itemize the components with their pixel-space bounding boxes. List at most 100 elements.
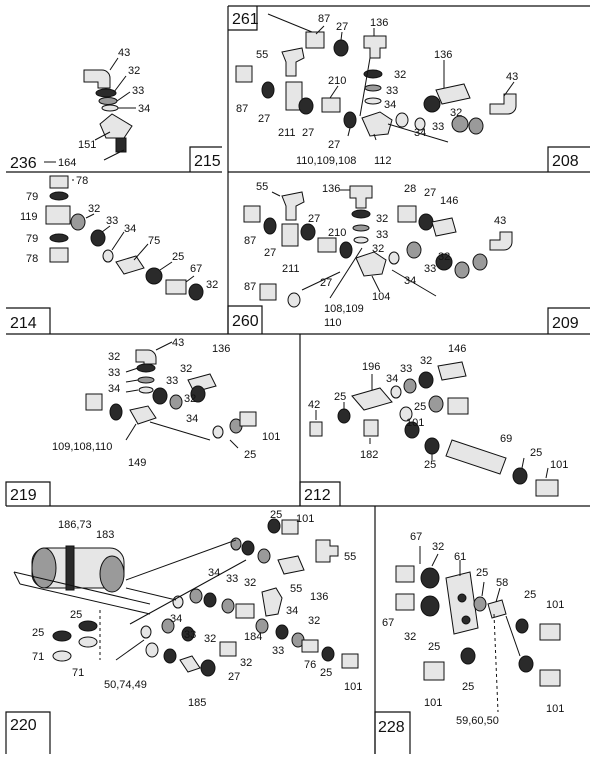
- panel-228: 67 32 61 25 58 25 101 67 32 25 101 25 10…: [378, 531, 564, 736]
- panel-214-parts: [45, 175, 204, 301]
- part-label: 25: [414, 401, 426, 413]
- part-label: 27: [264, 247, 276, 259]
- panel-219-parts: [85, 341, 257, 449]
- part-label: 27: [228, 671, 240, 683]
- part-label: 67: [190, 263, 202, 275]
- part-label: 101: [406, 417, 424, 429]
- part-label: 67: [410, 531, 422, 543]
- part-label: 67: [382, 617, 394, 629]
- part-label: 186,73: [58, 519, 92, 531]
- part-label: 28: [404, 183, 416, 195]
- part-label: 34: [414, 127, 426, 139]
- part-label: 87: [318, 13, 330, 25]
- part-label: 211: [278, 127, 296, 139]
- panel-214-labels: 78 79 119 79 78 32 33 34 75 25 67 32 214: [10, 175, 218, 332]
- part-label: 101: [550, 459, 568, 471]
- part-label: 32: [450, 107, 462, 119]
- panel-208-parts: [235, 13, 517, 143]
- part-label: 87: [236, 103, 248, 115]
- part-label: 33: [226, 573, 238, 585]
- part-label: 32: [404, 631, 416, 643]
- part-label: 196: [362, 361, 380, 373]
- part-label: 32: [308, 615, 320, 627]
- panel-212: 196 34 33 32 146 25 42 25 101 182 25 69 …: [304, 343, 568, 504]
- part-label: 101: [344, 681, 362, 693]
- part-label: 32: [244, 577, 256, 589]
- part-label: 25: [524, 589, 536, 601]
- panel-219: 43 32 33 34 32 136 33 32 34 101 109,108,…: [10, 337, 280, 504]
- part-label: 61: [454, 551, 466, 563]
- part-label: 78: [26, 253, 38, 265]
- part-label: 110,109,108: [296, 155, 356, 167]
- part-label: 25: [32, 627, 44, 639]
- panel-220: 186,73 183 25 101 55 34 33 32 136 55 34 …: [10, 509, 362, 734]
- panel-209-parts: [243, 185, 513, 308]
- part-label: 34: [384, 99, 396, 111]
- part-label: 33: [376, 229, 388, 241]
- panel-number: 220: [10, 717, 37, 734]
- panel-number: 219: [10, 487, 37, 504]
- part-label: 27: [302, 127, 314, 139]
- part-label: 101: [546, 703, 564, 715]
- part-label: 182: [360, 449, 378, 461]
- part-label: 136: [310, 591, 328, 603]
- part-label: 34: [138, 103, 150, 115]
- panel-228-parts: [395, 546, 561, 713]
- panel-number: 236: [10, 155, 37, 172]
- part-label: 58: [496, 577, 508, 589]
- panel-number: 212: [304, 487, 331, 504]
- part-label: 32: [204, 633, 216, 645]
- panel-208-labels: 261 87 27 136 55 32 136 43 210 33 34 87 …: [232, 11, 579, 170]
- part-label: 25: [70, 609, 82, 621]
- part-label: 136: [322, 183, 340, 195]
- part-label: 25: [270, 509, 282, 521]
- part-label: 33: [432, 121, 444, 133]
- panel-209: 55 136 28 27 146 32 33 43 87 27 210 27 2…: [232, 181, 579, 332]
- part-label: 149: [128, 457, 146, 469]
- part-label: 27: [308, 213, 320, 225]
- panel-214: 78 79 119 79 78 32 33 34 75 25 67 32 214: [10, 175, 218, 332]
- part-label: 25: [334, 391, 346, 403]
- part-label: 136: [370, 17, 388, 29]
- part-label: 79: [26, 233, 38, 245]
- panel-borders: [5, 5, 590, 754]
- part-label: 43: [172, 337, 184, 349]
- part-label: 32: [432, 541, 444, 553]
- part-label: 79: [26, 191, 38, 203]
- part-label: 25: [424, 459, 436, 471]
- part-label: 33: [424, 263, 436, 275]
- panel-number: 260: [232, 313, 259, 330]
- part-label: 136: [212, 343, 230, 355]
- part-label: 210: [328, 75, 346, 87]
- panel-212-labels: 196 34 33 32 146 25 42 25 101 182 25 69 …: [304, 343, 568, 504]
- part-label: 55: [344, 551, 356, 563]
- part-label: 32: [372, 243, 384, 255]
- panel-215-labels: 43 32 33 34 151 236 164 215: [10, 47, 221, 172]
- part-label: 33: [108, 367, 120, 379]
- part-label: 33: [132, 85, 144, 97]
- part-label: 43: [506, 71, 518, 83]
- part-label: 27: [258, 113, 270, 125]
- part-label: 78: [76, 175, 88, 187]
- panel-number: 215: [194, 153, 221, 170]
- part-label: 185: [188, 697, 206, 709]
- part-label: 34: [404, 275, 416, 287]
- panel-215: 43 32 33 34 151 236 164 215: [10, 47, 221, 172]
- part-label: 183: [96, 529, 114, 541]
- part-label: 34: [286, 605, 298, 617]
- part-label: 34: [208, 567, 220, 579]
- part-label: 33: [272, 645, 284, 657]
- part-label: 25: [530, 447, 542, 459]
- part-label: 101: [546, 599, 564, 611]
- part-label: 25: [172, 251, 184, 263]
- part-label: 34: [124, 223, 136, 235]
- part-label: 43: [494, 215, 506, 227]
- part-label: 25: [462, 681, 474, 693]
- panel-number: 209: [552, 315, 579, 332]
- panel-number: 228: [378, 719, 405, 736]
- part-label: 59,60,50: [456, 715, 499, 727]
- part-label: 27: [328, 139, 340, 151]
- part-label: 101: [262, 431, 280, 443]
- part-label: 71: [72, 667, 84, 679]
